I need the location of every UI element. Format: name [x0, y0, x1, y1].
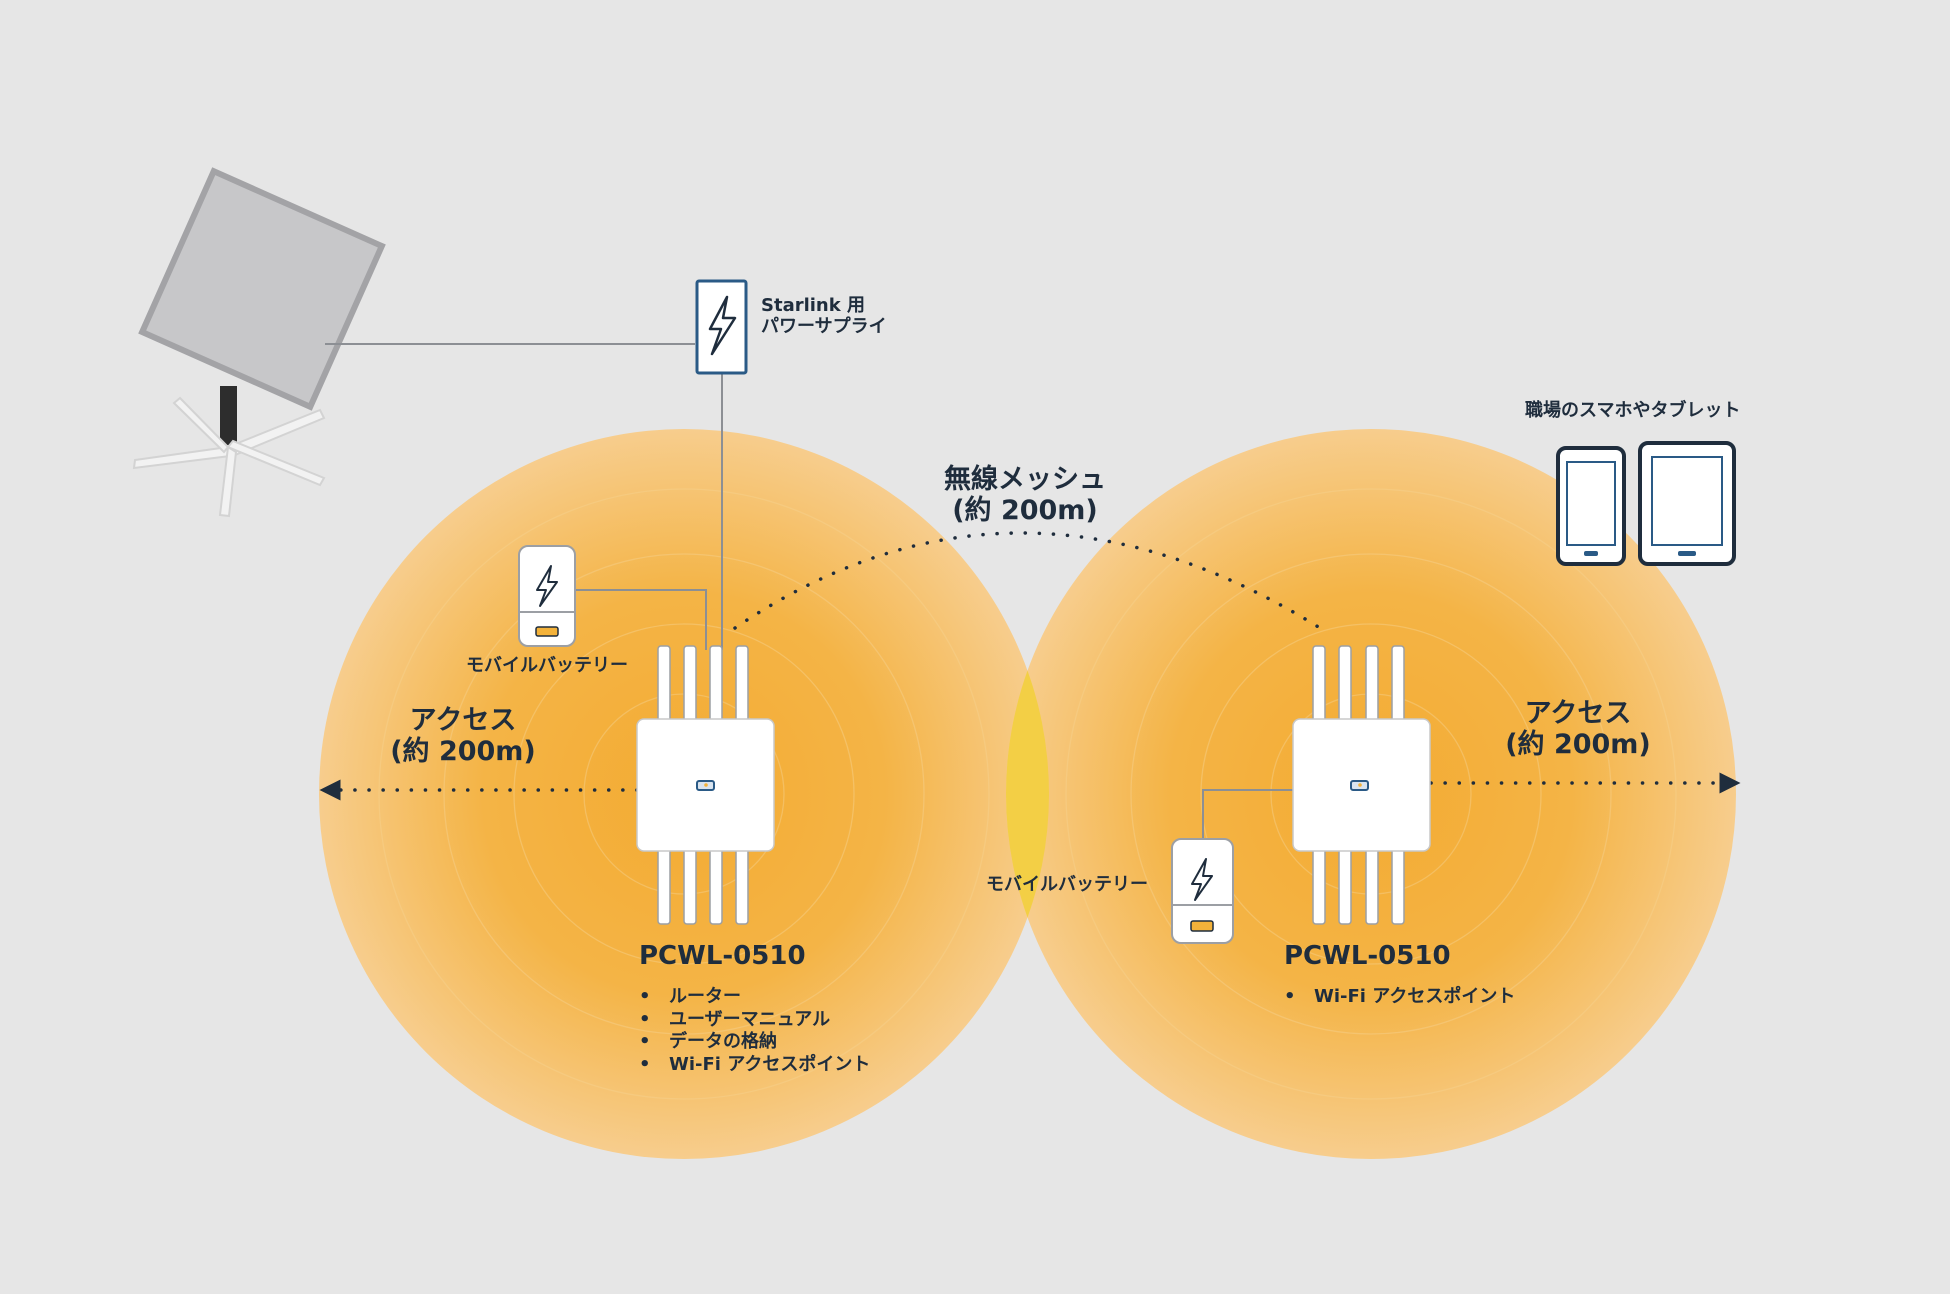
left-router-feature-list: ルーター ユーザーマニュアル データの格納 Wi-Fi アクセスポイント: [639, 986, 870, 1076]
left-mobile-battery-icon: [518, 545, 576, 647]
left-access-label: アクセス (約 200m): [378, 705, 548, 767]
power-supply-label: Starlink 用 パワーサプライ: [761, 295, 887, 337]
right-mobile-battery-icon: [1171, 838, 1234, 944]
right-access-label: アクセス (約 200m): [1493, 698, 1663, 760]
mesh-label-line2: (約 200m): [952, 495, 1098, 527]
coverage-rings: [378, 488, 1677, 1100]
devices-label: 職場のスマホやタブレット: [1525, 400, 1741, 421]
right-router-feature-list: Wi-Fi アクセスポイント: [1284, 986, 1515, 1009]
left-battery-cable: [575, 589, 707, 650]
left-access-label-line2: (約 200m): [390, 736, 536, 768]
right-access-label-line1: アクセス: [1524, 698, 1632, 729]
left-router-feature: データの格納: [639, 1031, 870, 1054]
left-router-feature: ユーザーマニュアル: [639, 1009, 870, 1032]
mesh-label-line1: 無線メッシュ: [944, 464, 1106, 495]
smartphone-icon: [1556, 446, 1626, 566]
right-router-name: PCWL-0510: [1284, 941, 1451, 971]
left-access-label-line1: アクセス: [409, 705, 517, 736]
left-router-feature: Wi-Fi アクセスポイント: [639, 1054, 870, 1077]
power-supply-icon: [695, 279, 748, 375]
right-access-label-line2: (約 200m): [1505, 729, 1651, 761]
left-router-feature: ルーター: [639, 986, 870, 1009]
right-battery-label: モバイルバッテリー: [986, 874, 1148, 895]
tablet-icon: [1638, 441, 1736, 566]
right-router-icon: [1292, 645, 1431, 925]
power-supply-label-line1: Starlink 用: [761, 295, 865, 316]
left-router-name: PCWL-0510: [639, 941, 806, 971]
left-router-icon: [636, 645, 775, 925]
right-battery-cable: [1202, 789, 1293, 838]
mesh-label: 無線メッシュ (約 200m): [933, 464, 1117, 526]
power-supply-label-line2: パワーサプライ: [761, 315, 887, 337]
left-battery-label: モバイルバッテリー: [466, 655, 628, 676]
starlink-dish-icon: [132, 167, 386, 518]
right-router-feature: Wi-Fi アクセスポイント: [1284, 986, 1515, 1009]
